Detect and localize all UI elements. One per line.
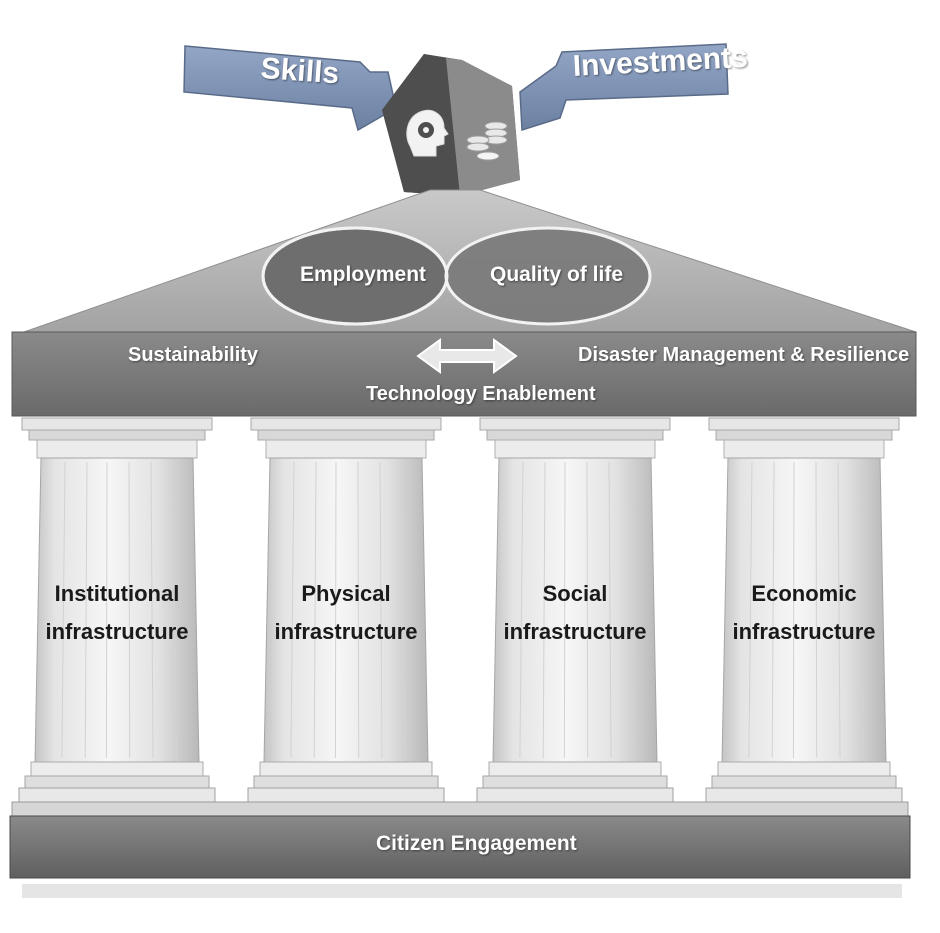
foundation-top-step — [11, 801, 909, 817]
pillar-label-physical: Physical infrastructure — [274, 581, 418, 644]
pillar-institutional — [18, 417, 216, 803]
pillar-label-economic: Economic infrastructure — [732, 581, 876, 644]
capstone — [382, 54, 520, 196]
entablature-beam — [11, 331, 917, 417]
investments-arrow — [519, 43, 729, 132]
technology-enablement-label: Technology Enablement — [366, 383, 596, 405]
skills-label: Skills — [259, 52, 341, 91]
pillar-economic — [705, 417, 903, 803]
pillar-social — [476, 417, 674, 803]
pillar-label-institutional: Institutional infrastructure — [45, 581, 189, 644]
coin-stack-icon — [466, 121, 508, 161]
sustainability-label: Sustainability — [128, 344, 259, 366]
pillar-physical — [247, 417, 445, 803]
pillar-label-social: Social infrastructure — [503, 581, 647, 644]
disaster-management-label: Disaster Management & Resilience — [578, 344, 910, 366]
quality-of-life-label: Quality of life — [490, 263, 624, 286]
pillars-group — [18, 417, 903, 803]
head-gear-icon — [406, 109, 449, 157]
employment-oval-outline — [261, 226, 449, 326]
foundation-shadow — [22, 884, 902, 898]
double-arrow-icon — [416, 338, 518, 374]
employment-label: Employment — [300, 263, 427, 286]
citizen-engagement-label: Citizen Engagement — [376, 832, 577, 855]
foundation-base — [9, 815, 911, 879]
